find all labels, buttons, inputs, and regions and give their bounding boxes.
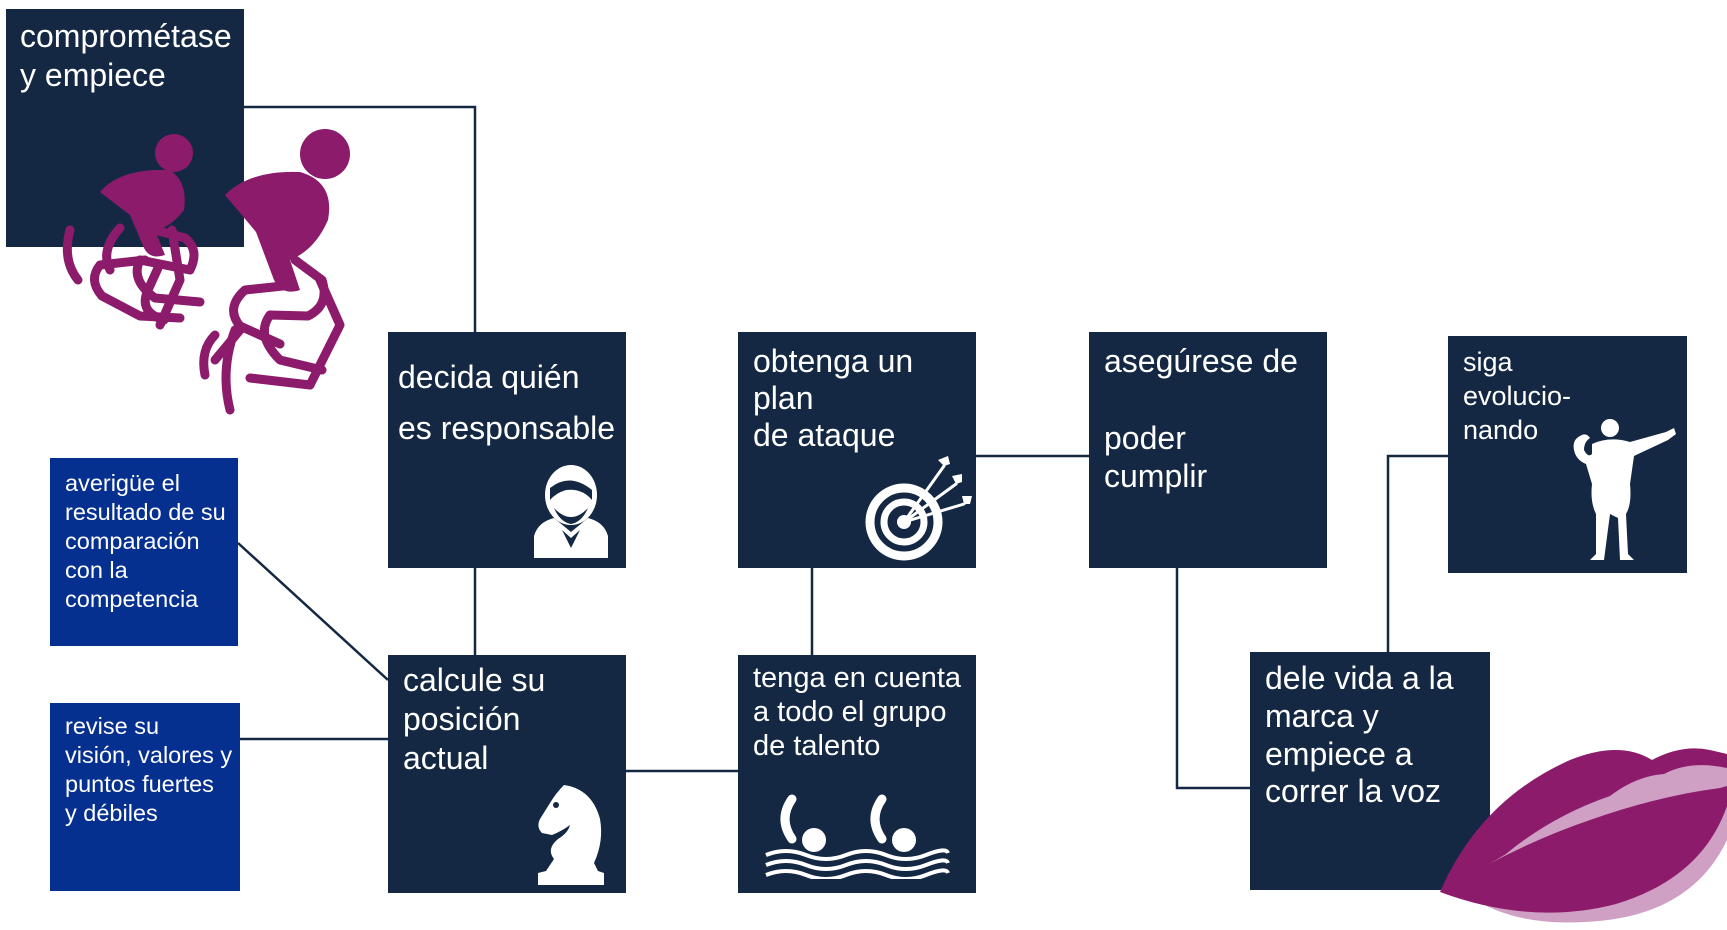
step-decide-responsible: decida quién es responsable — [388, 332, 626, 568]
step-ensure-delivery-label: asegúrese de poder cumplir — [1104, 343, 1298, 495]
lips-icon — [1440, 748, 1727, 923]
swimmers-icon — [765, 794, 950, 879]
step-keep-evolving: siga evolucio- nando — [1448, 336, 1687, 573]
step-bring-brand-alive: dele vida a la marca y empiece a correr … — [1250, 652, 1490, 890]
step-consider-talent: tenga en cuenta a todo el grupo de talen… — [738, 655, 976, 893]
step-keep-evolving-label: siga evolucio- nando — [1463, 347, 1572, 445]
step-calculate-position-label: calcule su posición actual — [403, 662, 546, 777]
step-decide-responsible-label: decida quién es responsable — [398, 359, 616, 447]
target-arrows-icon — [865, 456, 972, 561]
step-calculate-position: calcule su posición actual — [388, 655, 626, 893]
input-check-competition-label: averigüe el resultado de su comparación … — [65, 470, 226, 612]
chess-knight-icon — [538, 785, 604, 885]
input-review-vision-label: revise su visión, valores y puntos fuert… — [65, 713, 233, 826]
step-bring-brand-alive-label: dele vida a la marca y empiece a correr … — [1265, 660, 1454, 810]
step-commit-start-label: comprométase y empiece — [20, 18, 232, 94]
step-consider-talent-label: tenga en cuenta a todo el grupo de talen… — [753, 662, 962, 763]
bodybuilder-icon — [1573, 419, 1676, 560]
step-attack-plan: obtenga un plan de ataque — [738, 332, 976, 568]
step-ensure-delivery: asegúrese de poder cumplir — [1089, 332, 1327, 568]
step-commit-start: comprométase y empiece — [6, 9, 244, 247]
connector-brand-evolve — [1386, 454, 1448, 652]
input-check-competition: averigüe el resultado de su comparación … — [50, 458, 238, 646]
person-icon — [534, 465, 608, 558]
connector-start-responsible — [244, 105, 477, 332]
connector-deliver-brand — [1175, 568, 1250, 790]
input-review-vision: revise su visión, valores y puntos fuert… — [50, 703, 240, 891]
step-attack-plan-label: obtenga un plan de ataque — [753, 343, 914, 453]
cyclists-icon — [62, 129, 350, 415]
connector-competition-position — [237, 542, 389, 681]
